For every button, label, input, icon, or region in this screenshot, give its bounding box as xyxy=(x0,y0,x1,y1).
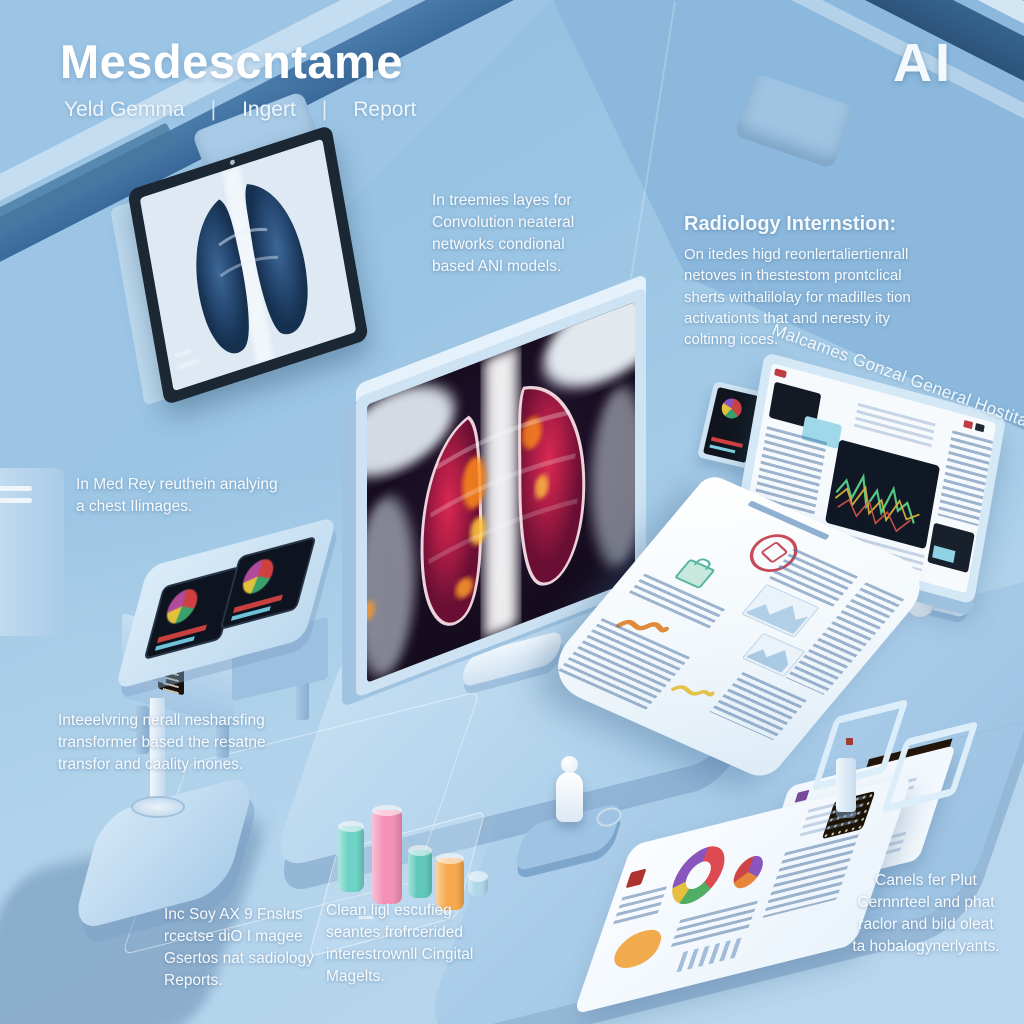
doctor-figure-head xyxy=(561,756,578,773)
bar-chart xyxy=(308,776,490,958)
device-leg-3 xyxy=(296,676,309,720)
waveform-chart xyxy=(834,473,920,533)
tablet-cyan-bar xyxy=(709,444,736,454)
dashboard-text-right xyxy=(937,430,994,527)
bar-cylinder-4 xyxy=(436,853,464,910)
annotation-bottom-left: Inc Soy AX 9 Fnslus rcectse diO I magee … xyxy=(164,906,314,989)
annotation-radiology-heading: Radiology Internstion: xyxy=(684,213,897,235)
dashboard-monitor xyxy=(731,352,1007,605)
orange-blob xyxy=(608,925,666,973)
camera-dot-icon xyxy=(229,159,236,166)
ai-logo: AI xyxy=(893,33,953,93)
waveform-panel xyxy=(824,439,941,550)
wall-cabinet xyxy=(0,468,64,636)
bar-cylinder-2 xyxy=(372,805,402,904)
scan-blob-1 xyxy=(163,585,202,627)
subtitle-item-3: Report xyxy=(353,98,417,121)
red-badge-icon xyxy=(625,868,647,889)
orange-squiggle-icon xyxy=(616,619,669,633)
document-mini-chart-1 xyxy=(741,583,820,638)
bar-chart-label-1 xyxy=(358,916,374,919)
mic-stand-ring xyxy=(131,796,185,818)
device-leg-1 xyxy=(136,706,149,754)
status-red-icon xyxy=(963,419,974,430)
tray-red-dot xyxy=(846,738,853,745)
wall-monitor-frame xyxy=(127,124,369,406)
blue-xray-image xyxy=(139,138,357,392)
annotation-cnn: In treemies layes for Convolution neater… xyxy=(432,192,575,275)
mini-panel xyxy=(927,522,975,574)
document-text-col2b xyxy=(709,671,807,741)
cabinet-handle-2 xyxy=(0,498,32,503)
subtitle-separator-2: | xyxy=(321,98,328,121)
annotation-xray-left: In Med Rey reuthein analying a chest Ili… xyxy=(76,476,278,515)
wall-xray-monitor xyxy=(110,124,369,406)
bar-cylinder-5 xyxy=(468,871,488,896)
page-title: Mesdescntame xyxy=(60,35,403,88)
report-text-2 xyxy=(670,900,758,950)
subtitle-item-2: Ingert xyxy=(242,98,296,121)
yellow-squiggle-icon xyxy=(671,685,715,697)
donut-chart xyxy=(664,840,733,910)
subtitle: Yeld Gemma | Ingert | Report xyxy=(64,98,416,122)
annotation-transformer: Inteeelvring nerall nesharsfing transfor… xyxy=(58,712,266,773)
bar-cylinder-3 xyxy=(408,845,432,898)
annotation-bottom-right: Canels fer Plut Cernnrteel and phat racl… xyxy=(852,872,1000,955)
status-dark-icon xyxy=(974,423,985,433)
main-ai-monitor xyxy=(356,286,646,698)
scan-blob-2 xyxy=(239,555,278,597)
doctor-figure xyxy=(556,772,583,822)
cabinet-handle xyxy=(0,486,32,491)
alert-tag xyxy=(774,368,787,379)
document-mini-chart-2 xyxy=(741,632,806,677)
subtitle-item-1: Yeld Gemma xyxy=(64,98,185,121)
mic-stand-pole xyxy=(150,698,165,812)
dashboard-text-top xyxy=(854,402,936,448)
subtitle-separator: | xyxy=(210,98,217,121)
small-pillar xyxy=(836,758,856,812)
bar-chart-label-2 xyxy=(438,910,452,913)
report-text-1 xyxy=(611,886,668,929)
bar-cylinder-1 xyxy=(338,821,364,892)
mini-cyan-block xyxy=(932,545,956,563)
floating-report-document xyxy=(536,472,940,782)
bag-icon xyxy=(673,558,716,590)
dashboard-screen xyxy=(742,363,997,594)
wall-xray-screen xyxy=(139,138,357,392)
annotation-bottom-center: Clean ligl escufieg seantes frofrcerided… xyxy=(326,902,474,985)
annotation-radiology-body: On itedes higd reonlertaliertienrall net… xyxy=(684,246,911,349)
pie-chart xyxy=(729,852,768,892)
scan-blob-icon xyxy=(719,396,744,421)
